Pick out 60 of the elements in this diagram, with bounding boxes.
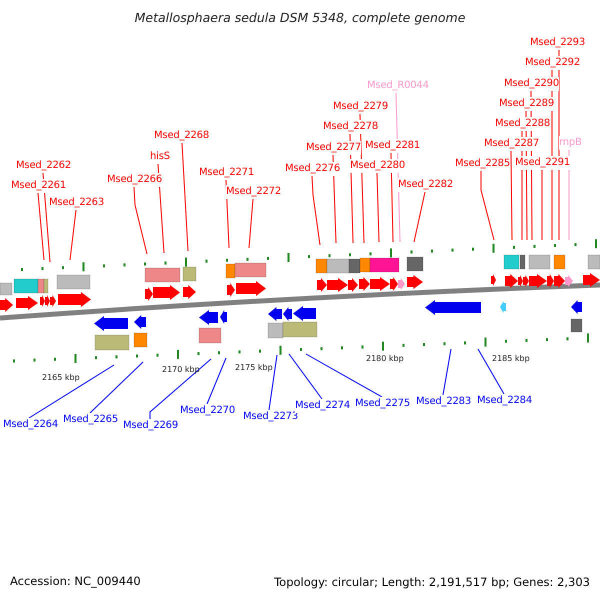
gene-label: Msed_2275 <box>355 397 410 411</box>
gene-label: Msed_2282 <box>398 178 453 192</box>
gene-label: Msed_2272 <box>226 185 281 199</box>
gene-label: Msed_2269 <box>123 419 178 433</box>
gene-label: Msed_2289 <box>499 97 554 111</box>
gene-label: Msed_2274 <box>295 399 350 413</box>
leader-line <box>480 170 494 240</box>
gene-label: Msed_2288 <box>495 117 550 131</box>
gene-label: Msed_2281 <box>365 139 420 153</box>
footer-text: Topology: circular; Length: 2,191,517 bp; Genes: 2,303 <box>274 575 590 589</box>
gene-label: Msed_2273 <box>243 410 298 424</box>
gene-label: Msed_R0044 <box>367 79 429 93</box>
leader-line <box>306 354 382 398</box>
leader-line <box>442 348 452 396</box>
scale-label: 2175 kbp <box>235 363 273 373</box>
scale-label: 2185 kbp <box>492 354 530 364</box>
gene-label: Msed_2280 <box>350 159 405 173</box>
gene-label: Msed_2293 <box>530 36 585 50</box>
gene-label: rnpB <box>559 136 582 150</box>
gene-label: Msed_2264 <box>3 418 58 432</box>
gene-label: Msed_2285 <box>455 157 510 171</box>
gene-label: Msed_2265 <box>63 413 118 427</box>
scale-label: 2165 kbp <box>42 373 80 383</box>
gene-label: Msed_2261 <box>11 179 66 193</box>
scale-label: 2170 kbp <box>162 365 200 375</box>
leader-line <box>38 192 44 260</box>
gene-label: Msed_2283 <box>416 395 471 409</box>
leader-line <box>268 354 278 410</box>
scale-label: 2180 kbp <box>366 354 404 364</box>
gene-label: Msed_2263 <box>49 196 104 210</box>
gene-label: Msed_2290 <box>504 77 559 91</box>
title: Metallosphaera sedula DSM 5348, complete genome <box>134 10 466 26</box>
gene-label: Msed_2276 <box>285 162 340 176</box>
leader-line <box>206 358 226 404</box>
gene-label: Msed_2284 <box>477 394 532 408</box>
leader-line <box>70 210 76 260</box>
gene-label: Msed_2292 <box>525 56 580 70</box>
leader-line <box>312 176 320 246</box>
leader-line <box>414 192 426 242</box>
gene-label: Msed_2287 <box>484 137 539 151</box>
leader-line <box>478 348 504 394</box>
gene-label: Msed_2271 <box>199 166 254 180</box>
leader-line <box>28 364 114 418</box>
leader-line <box>134 186 148 254</box>
leader-line <box>248 198 254 248</box>
leader-line <box>182 142 188 252</box>
leader-line <box>376 172 380 242</box>
gene-label: Msed_2291 <box>515 156 570 170</box>
gene-label: Msed_2268 <box>154 129 209 143</box>
gene-label: Msed_2278 <box>323 120 378 134</box>
leader-line <box>288 354 322 400</box>
leader-line <box>150 358 212 420</box>
leader-line <box>510 150 512 240</box>
gene-label: Msed_2262 <box>16 159 71 173</box>
gene-label: Msed_2270 <box>180 404 235 418</box>
gene-label: Msed_2279 <box>333 100 388 114</box>
gene-label: Msed_2266 <box>107 173 162 187</box>
footer-text: Accession: NC_009440 <box>10 574 141 588</box>
leader-line <box>90 362 144 414</box>
gene-label: Msed_2277 <box>306 141 361 155</box>
